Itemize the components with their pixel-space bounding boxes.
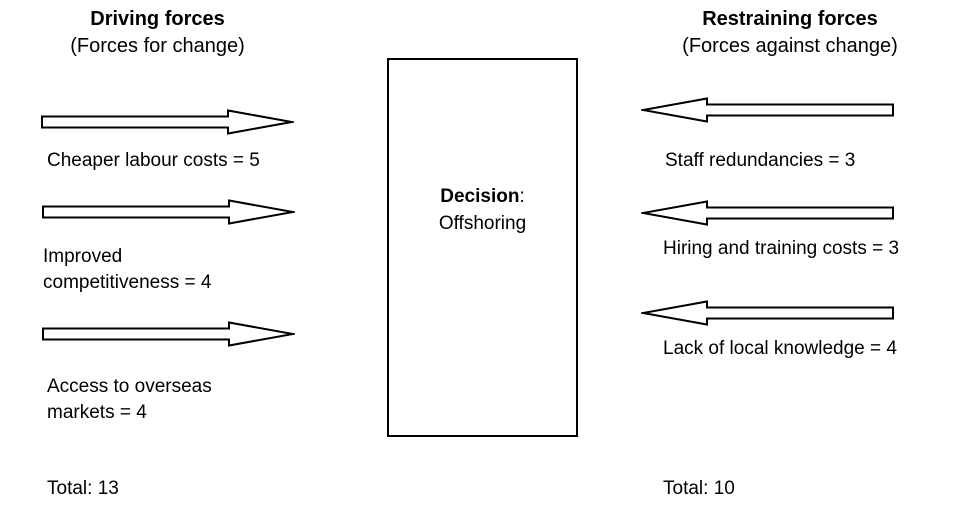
arrow-left-icon [641, 300, 894, 326]
restraining-force-label: Lack of local knowledge = 4 [663, 338, 897, 359]
driving-force-label: Access to overseas markets = 4 [47, 376, 212, 423]
arrow-right-icon [42, 199, 295, 225]
arrow-left-icon [641, 97, 894, 123]
driving-forces-total: Total: 13 [47, 478, 119, 499]
restraining-forces-title: Restraining forces [702, 8, 878, 30]
decision-text: Decision: Offshoring [389, 183, 576, 237]
restraining-forces-subtitle: (Forces against change) [682, 35, 898, 57]
driving-force-label: Cheaper labour costs = 5 [47, 150, 260, 171]
restraining-forces-heading: Restraining forces (Forces against chang… [640, 6, 940, 60]
driving-forces-title: Driving forces [90, 8, 225, 30]
decision-value: Offshoring [438, 213, 527, 234]
decision-box: Decision: Offshoring [387, 58, 578, 437]
driving-forces-heading: Driving forces (Forces for change) [15, 6, 300, 60]
restraining-force-label: Staff redundancies = 3 [665, 150, 856, 171]
decision-label-bold: Decision [440, 186, 520, 207]
arrow-right-icon [42, 321, 295, 347]
decision-label-colon: : [519, 186, 525, 207]
driving-forces-subtitle: (Forces for change) [70, 35, 245, 57]
arrow-right-icon [41, 109, 294, 135]
restraining-forces-total: Total: 10 [663, 478, 735, 499]
restraining-force-label: Hiring and training costs = 3 [663, 238, 900, 259]
arrow-left-icon [641, 200, 894, 226]
decision-label: Decision: [389, 183, 576, 210]
driving-force-label: Improved competitiveness = 4 [43, 246, 212, 293]
